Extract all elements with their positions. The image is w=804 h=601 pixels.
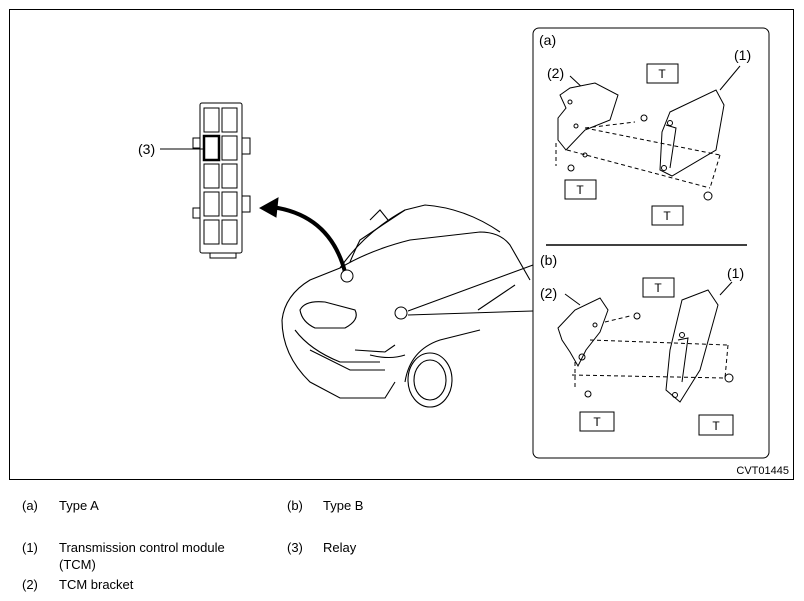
arrow-head (258, 197, 279, 218)
torque-box-b1 (642, 277, 675, 298)
torque-box-b2 (579, 411, 615, 432)
bracket-callout-a: (2) (547, 65, 564, 81)
mounting-lines-b (571, 315, 729, 390)
torque-label-a3: T (663, 209, 671, 223)
nut-a1 (640, 114, 648, 122)
torque-label-b2: T (593, 415, 601, 429)
torque-box-a3 (651, 205, 684, 226)
torque-label-b1: T (654, 281, 662, 295)
tcm-bracket-a (557, 82, 619, 158)
torque-label-a2: T (576, 183, 584, 197)
bracket-leader-b (564, 293, 581, 306)
nut-a2 (567, 164, 575, 172)
figure-code: CVT01445 (736, 465, 789, 477)
torque-label-b3: T (712, 419, 720, 433)
legend-text-1-cont: (TCM) (59, 557, 96, 572)
nut-a3 (703, 191, 713, 201)
location-arrow (271, 205, 347, 273)
tcm-location-marker (394, 306, 408, 320)
tcm-bracket-b (557, 297, 609, 368)
inset-leader-top (407, 264, 534, 312)
tcm-unit-b (665, 289, 719, 403)
tcm-leader-b (719, 281, 733, 296)
legend-key-1: (1) (22, 540, 38, 555)
tcm-callout-b: (1) (727, 265, 744, 281)
tcm-leader-a (719, 65, 741, 91)
legend-text-2: TCM bracket (59, 577, 134, 592)
relay-location-marker (340, 269, 354, 283)
relay-callout: (3) (138, 141, 155, 157)
tcm-unit-a (659, 89, 725, 177)
torque-box-a2 (564, 179, 597, 200)
torque-label-a1: T (658, 67, 666, 81)
mounting-lines-a (555, 121, 721, 189)
legend-key-2: (2) (22, 577, 38, 592)
nut-b2 (584, 390, 592, 398)
legend-key-a: (a) (22, 498, 38, 513)
legend-text-1: Transmission control module (59, 540, 225, 555)
bracket-callout-b: (2) (540, 285, 557, 301)
legend-key-b: (b) (287, 498, 303, 513)
inset-leader-bottom (407, 310, 534, 316)
nut-b1 (633, 312, 641, 320)
legend-text-a: Type A (59, 498, 99, 513)
diagram-frame: (3) (a) (9, 9, 794, 480)
legend-text-b: Type B (323, 498, 364, 513)
torque-box-b3 (698, 414, 734, 436)
panel-a-label: (a) (539, 32, 556, 48)
nut-b3 (724, 373, 734, 383)
tcm-callout-a: (1) (734, 47, 751, 63)
vehicle-outline (281, 204, 531, 408)
legend-key-3: (3) (287, 540, 303, 555)
diagram-canvas: (3) (a) (138, 27, 770, 459)
relay-block (192, 102, 251, 259)
panel-b-label: (b) (540, 252, 557, 268)
torque-box-a1 (646, 63, 679, 84)
legend-text-3: Relay (323, 540, 357, 555)
